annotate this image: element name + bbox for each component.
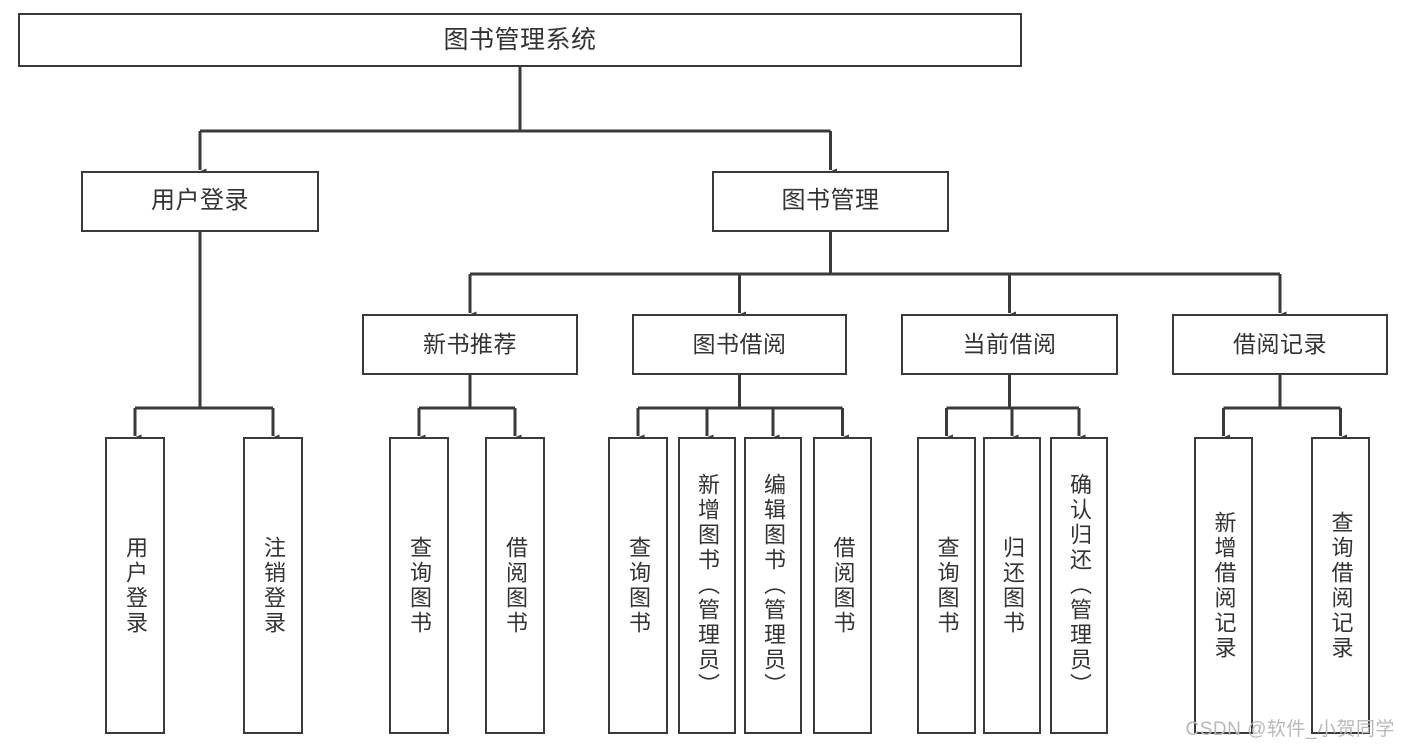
node-leaf-add-book-admin[interactable]: 新增图书（管理员）	[678, 437, 736, 734]
node-leaf-borrow-book[interactable]: 借阅图书	[813, 437, 872, 734]
node-label: 编辑图书（管理员）	[761, 473, 786, 698]
node-label: 图书借阅	[692, 330, 787, 357]
node-label: 图书管理系统	[443, 26, 597, 54]
node-book-management[interactable]: 图书管理	[712, 171, 949, 232]
node-leaf-borrow-book-recommendation[interactable]: 借阅图书	[485, 437, 545, 734]
node-label: 查询借阅记录	[1328, 510, 1354, 661]
node-label: 借阅图书	[503, 535, 528, 636]
node-label: 查询图书	[626, 535, 651, 636]
node-label: 注销登录	[261, 535, 286, 636]
node-current-borrow[interactable]: 当前借阅	[901, 314, 1118, 375]
node-leaf-query-book-borrow[interactable]: 查询图书	[608, 437, 668, 734]
node-leaf-query-book-current[interactable]: 查询图书	[917, 437, 976, 734]
csdn-watermark: CSDN @软件_小贺同学	[1185, 719, 1395, 740]
node-label: 新增借阅记录	[1211, 510, 1237, 661]
node-label: 确认归还（管理员）	[1067, 473, 1092, 698]
node-book-borrow[interactable]: 图书借阅	[632, 314, 847, 375]
node-label: 归还图书	[1000, 535, 1025, 636]
node-user-login[interactable]: 用户登录	[81, 171, 319, 232]
node-label: 借阅记录	[1233, 330, 1327, 357]
node-leaf-user-login[interactable]: 用户登录	[105, 437, 165, 734]
node-label: 新增图书（管理员）	[695, 473, 720, 698]
node-label: 用户登录	[123, 535, 148, 636]
node-leaf-query-borrow-record[interactable]: 查询借阅记录	[1311, 437, 1370, 734]
node-label: 新书推荐	[423, 330, 517, 357]
node-leaf-logout[interactable]: 注销登录	[243, 437, 303, 734]
node-root-book-management-system[interactable]: 图书管理系统	[18, 13, 1022, 67]
node-label: 当前借阅	[962, 330, 1057, 357]
node-label: 用户登录	[151, 187, 249, 215]
node-label: 查询图书	[934, 535, 960, 636]
node-label: 借阅图书	[830, 535, 856, 636]
node-leaf-edit-book-admin[interactable]: 编辑图书（管理员）	[744, 437, 802, 734]
node-borrow-record[interactable]: 借阅记录	[1172, 314, 1388, 375]
node-leaf-confirm-return-admin[interactable]: 确认归还（管理员）	[1050, 437, 1108, 734]
node-leaf-query-book-recommendation[interactable]: 查询图书	[389, 437, 449, 734]
node-leaf-add-borrow-record[interactable]: 新增借阅记录	[1194, 437, 1253, 734]
node-new-book-recommendation[interactable]: 新书推荐	[362, 314, 578, 375]
node-label: 图书管理	[781, 187, 880, 215]
node-leaf-return-book[interactable]: 归还图书	[983, 437, 1041, 734]
node-label: 查询图书	[407, 535, 432, 636]
